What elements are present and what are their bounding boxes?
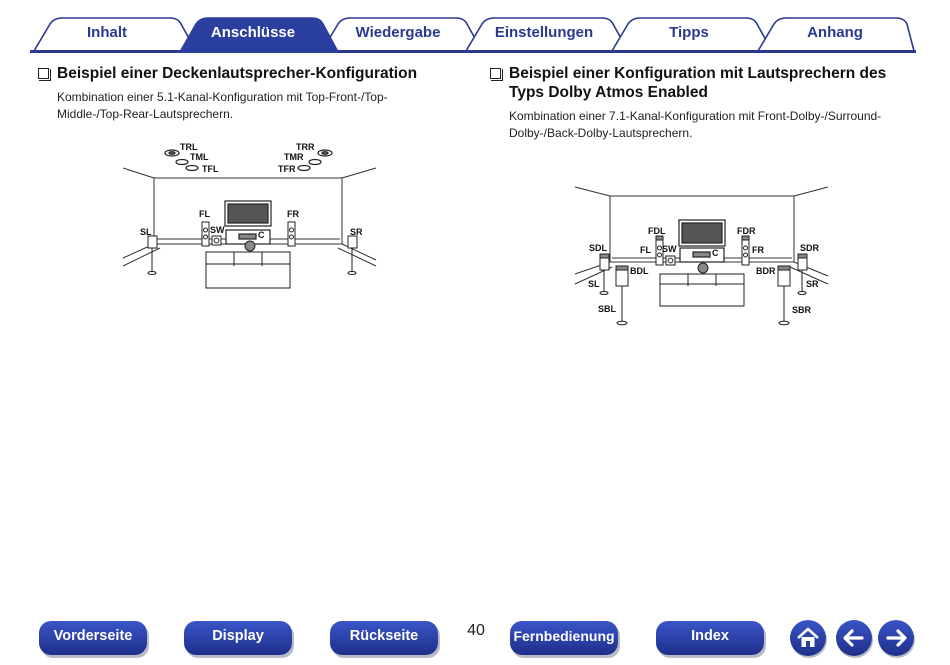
label-trr: TRR: [296, 142, 315, 152]
tab-tipps[interactable]: Tipps: [669, 24, 709, 41]
label-bdl: BDL: [630, 266, 649, 276]
dolby-atmos-diagram: FDL FDR FL FR SW C SDL SDR SL SR BDL BDR…: [574, 186, 829, 326]
label-sdr: SDR: [800, 243, 820, 253]
tab-anhang[interactable]: Anhang: [807, 24, 863, 41]
label-tfr: TFR: [278, 164, 296, 174]
label-tfl: TFL: [202, 164, 219, 174]
label-sw: SW: [210, 225, 225, 235]
checkbox-icon: [490, 68, 503, 81]
section-description: Kombination einer 7.1-Kanal-Konfiguratio…: [509, 109, 882, 140]
surround-speakers: [599, 253, 808, 295]
tab-inhalt[interactable]: Inhalt: [87, 24, 127, 41]
ceiling-speaker-section: Beispiel einer Deckenlautsprecher-Konfig…: [38, 64, 458, 123]
label-sdl: SDL: [589, 243, 608, 253]
ceiling-speakers-left: [164, 149, 199, 172]
sofa-icon: [205, 240, 291, 289]
forward-button[interactable]: [878, 620, 914, 656]
arrow-right-icon: [886, 629, 907, 647]
remote-button[interactable]: Fernbedienung: [510, 621, 618, 655]
sofa-icon: [659, 262, 745, 307]
home-button[interactable]: [790, 620, 826, 656]
label-tmr: TMR: [284, 152, 304, 162]
front-page-button[interactable]: Vorderseite: [39, 621, 147, 655]
front-speakers: [655, 235, 750, 266]
label-c: C: [258, 230, 265, 240]
label-tml: TML: [190, 152, 209, 162]
label-fr: FR: [287, 209, 299, 219]
label-sw: SW: [662, 244, 677, 254]
label-fr: FR: [752, 245, 764, 255]
ceiling-speaker-diagram: TRL TML TFL TRR TMR TFR FL FR SW C SL SR: [122, 142, 377, 289]
label-sr: SR: [806, 279, 819, 289]
label-sl: SL: [140, 227, 152, 237]
section-title: Beispiel einer Konfiguration mit Lautspr…: [509, 65, 887, 101]
label-fdl: FDL: [648, 226, 666, 236]
ceiling-speakers-right: [297, 149, 333, 172]
surround-speakers: [147, 235, 358, 275]
display-button[interactable]: Display: [184, 621, 292, 655]
rear-panel-button[interactable]: Rückseite: [330, 621, 438, 655]
dolby-atmos-section: Beispiel einer Konfiguration mit Lautspr…: [490, 64, 920, 142]
label-sl: SL: [588, 279, 600, 289]
tab-bar: Inhalt Anschlüsse Wiedergabe Einstellung…: [0, 0, 950, 56]
label-sr: SR: [350, 227, 363, 237]
page-number: 40: [467, 622, 485, 639]
label-c: C: [712, 248, 719, 258]
tv-icon: [678, 219, 726, 263]
section-description: Kombination einer 5.1-Kanal-Konfiguratio…: [57, 90, 388, 121]
label-fl: FL: [640, 245, 651, 255]
label-sbl: SBL: [598, 304, 617, 314]
checkbox-icon: [38, 68, 51, 81]
tab-wiedergabe[interactable]: Wiedergabe: [355, 24, 441, 41]
tab-anschluesse[interactable]: Anschlüsse: [210, 24, 296, 41]
front-speakers: [201, 221, 296, 247]
home-icon: [797, 627, 819, 647]
label-bdr: BDR: [756, 266, 776, 276]
tab-einstellungen[interactable]: Einstellungen: [494, 24, 594, 41]
label-trl: TRL: [180, 142, 198, 152]
index-button[interactable]: Index: [656, 621, 764, 655]
back-speakers: [615, 265, 791, 326]
label-sbr: SBR: [792, 305, 812, 315]
label-fl: FL: [199, 209, 210, 219]
arrow-left-icon: [843, 629, 864, 647]
tab-shapes: [30, 17, 916, 53]
section-heading: Beispiel einer Konfiguration mit Lautspr…: [490, 64, 920, 102]
label-fdr: FDR: [737, 226, 756, 236]
tv-icon: [224, 200, 272, 245]
section-title: Beispiel einer Deckenlautsprecher-Konfig…: [57, 65, 418, 82]
back-button[interactable]: [836, 620, 872, 656]
section-heading: Beispiel einer Deckenlautsprecher-Konfig…: [38, 64, 458, 83]
